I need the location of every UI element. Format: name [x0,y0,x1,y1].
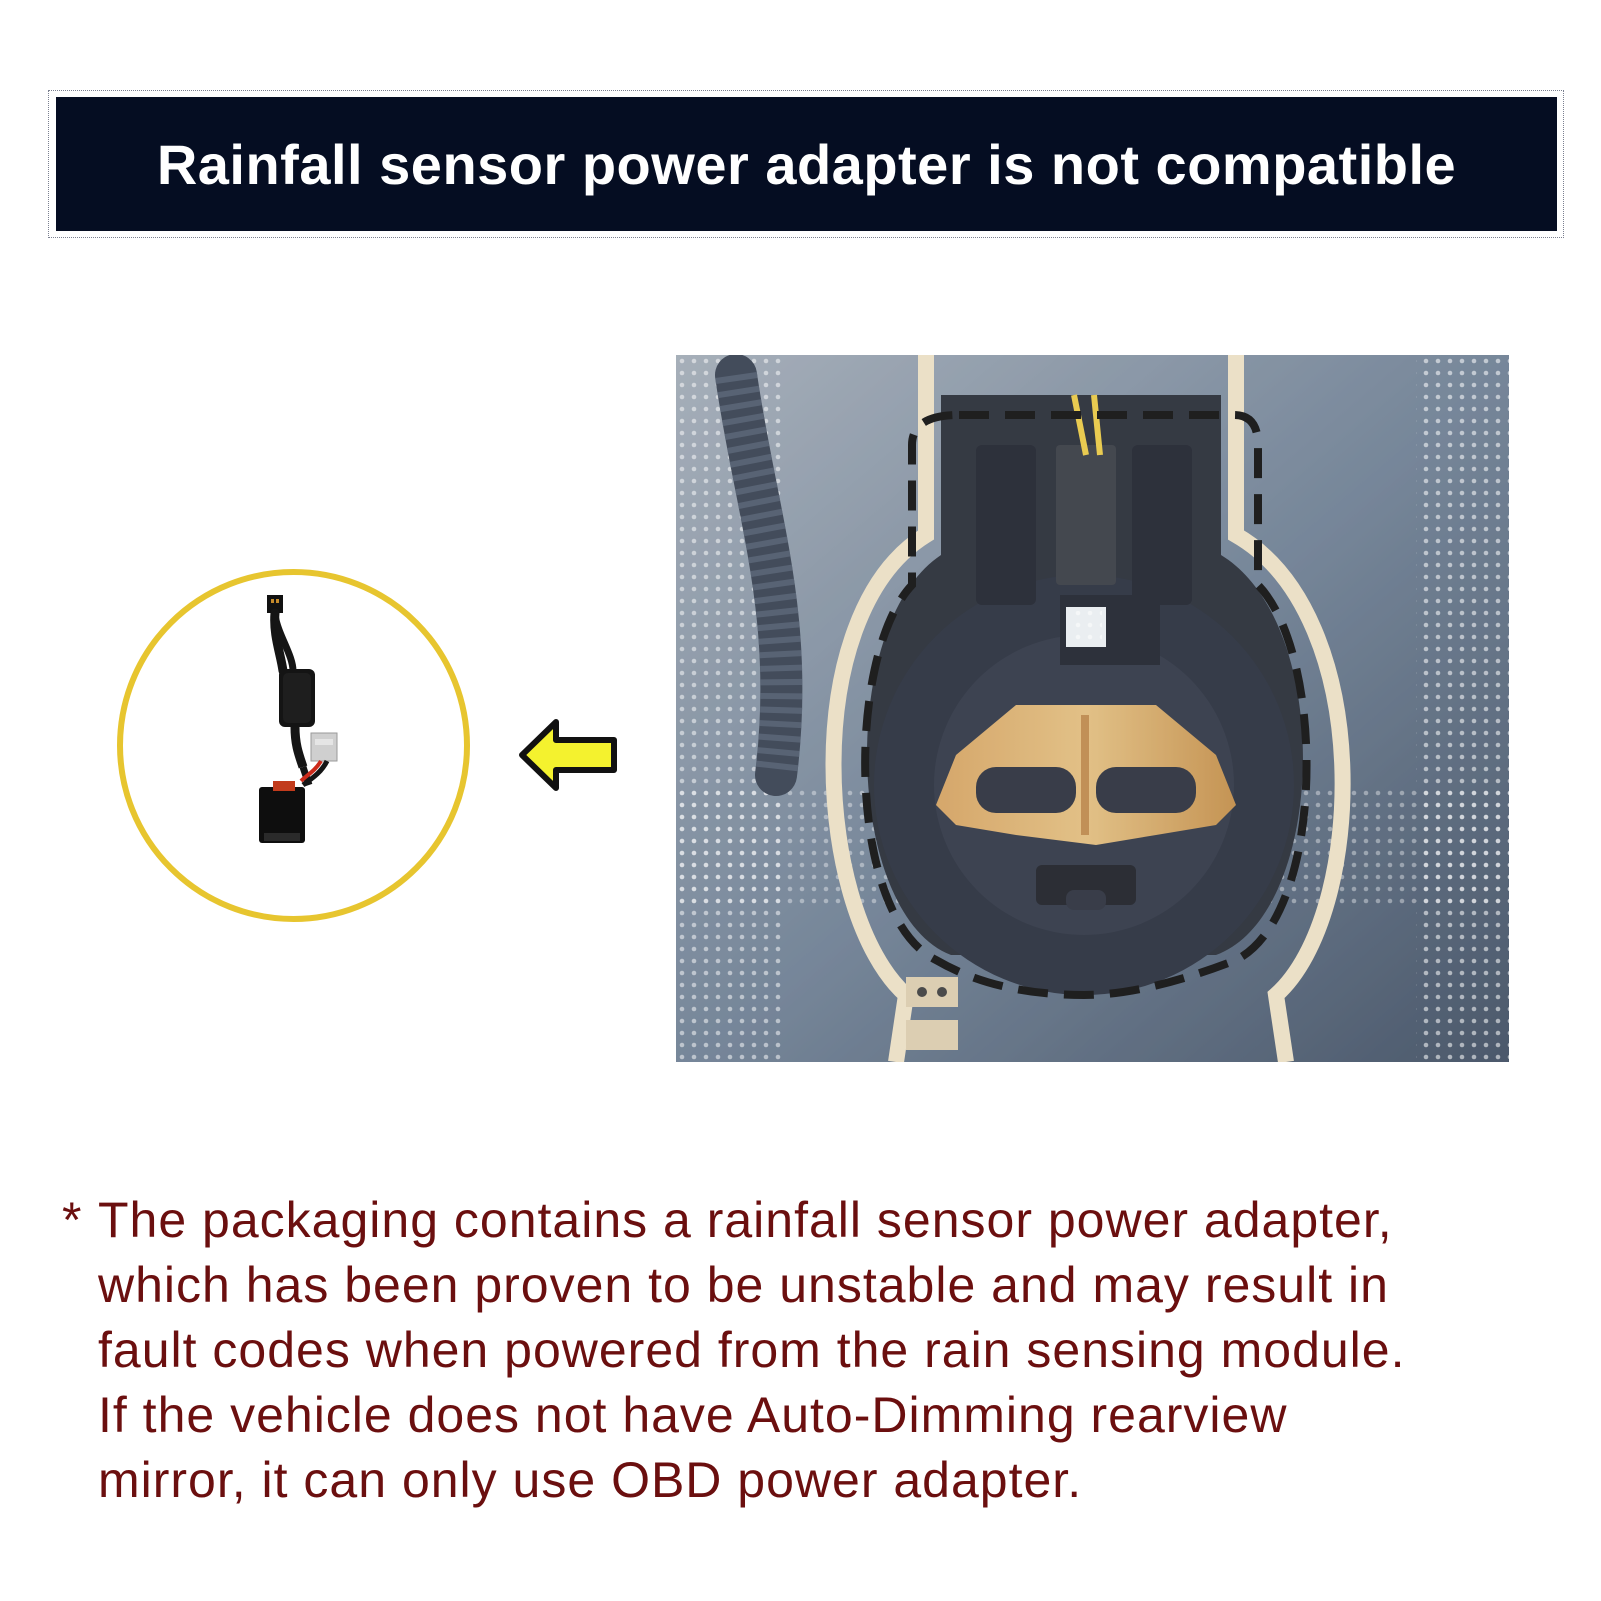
arrow-left-icon [519,719,617,791]
note-line: mirror, it can only use OBD power adapte… [98,1452,1083,1508]
banner-title: Rainfall sensor power adapter is not com… [56,97,1557,231]
adapter-illustration [117,569,470,922]
banner-frame [48,90,1564,238]
note-line: which has been proven to be unstable and… [98,1257,1389,1313]
note-line: fault codes when powered from the rain s… [98,1322,1406,1378]
note-line: If the vehicle does not have Auto-Dimmin… [98,1387,1288,1443]
compatibility-note: * The packaging contains a rainfall sens… [62,1188,1562,1513]
note-line: The packaging contains a rainfall sensor… [98,1192,1393,1248]
rain-sensor-module-photo [676,355,1509,1062]
note-marker: * [62,1192,83,1248]
power-adapter-cable-icon [259,595,338,843]
